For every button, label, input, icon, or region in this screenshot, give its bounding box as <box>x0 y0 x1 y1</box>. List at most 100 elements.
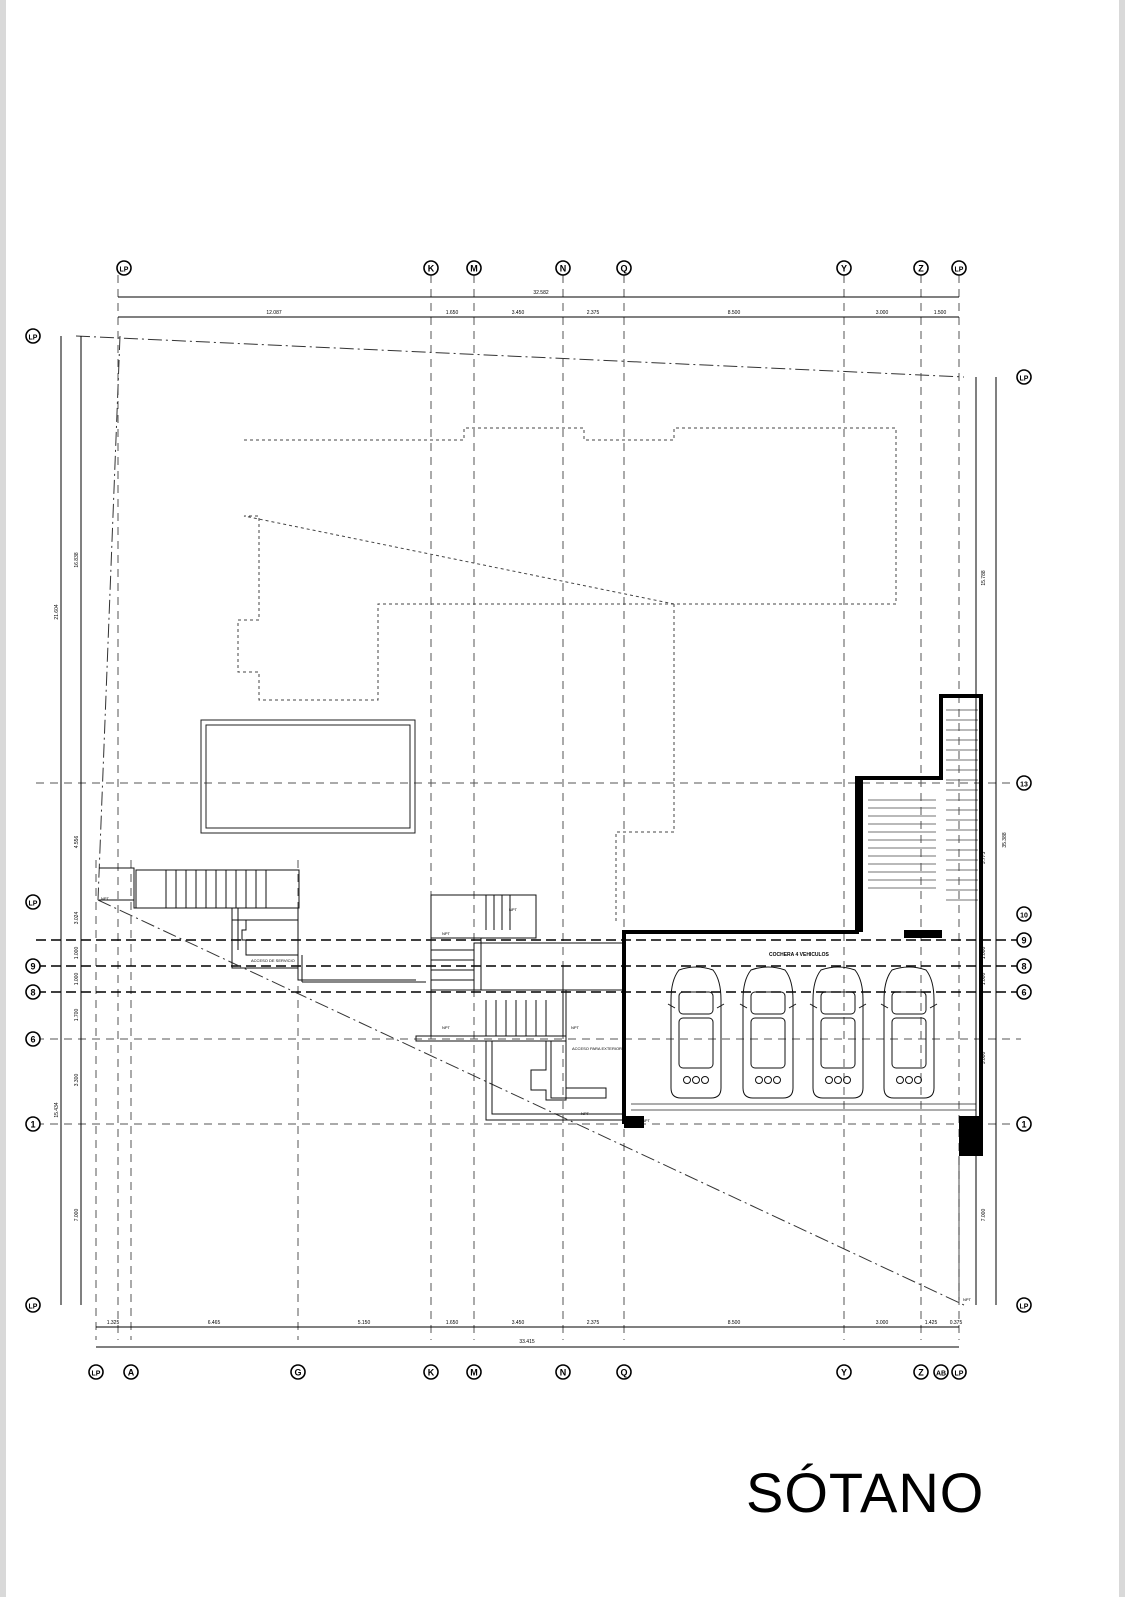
svg-text:K: K <box>428 1368 435 1378</box>
grid-bubble-bottom-N: N <box>555 1364 571 1380</box>
dim-left-outer: 15.434 <box>54 1102 60 1118</box>
upper-floor-outline <box>237 427 897 922</box>
grid-bubble-bottom-Q: Q <box>616 1364 632 1380</box>
dim-bottom: 8.500 <box>728 1320 741 1326</box>
level-tag: NPT <box>442 1025 451 1030</box>
dim-top: 8.500 <box>728 310 741 316</box>
svg-text:LP: LP <box>1020 1304 1029 1311</box>
svg-text:Y: Y <box>841 1368 847 1378</box>
grid-bubble-top-Y: Y <box>836 260 852 276</box>
grid-bubble-bottom-G: G <box>290 1364 306 1380</box>
svg-text:10: 10 <box>1020 913 1028 920</box>
svg-text:8: 8 <box>30 988 35 998</box>
dim-left-inner: 3.024 <box>74 912 80 925</box>
dim-left-inner: 4.556 <box>74 836 80 849</box>
svg-text:LP: LP <box>29 335 38 342</box>
grid-bubble-top-LP: LP <box>951 260 967 276</box>
dim-top: 1.650 <box>446 310 459 316</box>
svg-text:13: 13 <box>1020 782 1028 789</box>
dimension-lines <box>60 296 997 1348</box>
dim-top: 12.087 <box>266 310 282 316</box>
grid-bubble-right-13: 13 <box>1016 775 1032 791</box>
svg-text:LP: LP <box>120 267 129 274</box>
svg-text:Q: Q <box>620 1368 627 1378</box>
level-tag: NPT <box>509 907 518 912</box>
car-2 <box>739 966 797 1099</box>
grid-bubble-left-LP: LP <box>25 328 41 344</box>
dim-bottom: 6.465 <box>208 1320 221 1326</box>
grid-bubble-bottom-M: M <box>466 1364 482 1380</box>
dim-left-outer: 21.604 <box>54 604 60 620</box>
parked-cars <box>667 966 938 1099</box>
drawing-sheet: ACCESO DE SERVICIO <box>6 0 1119 1597</box>
level-tag: NPT <box>101 896 110 901</box>
dim-left-inner: 1.000 <box>74 947 80 960</box>
svg-text:Z: Z <box>918 1368 924 1378</box>
main-grid-lines <box>36 939 1021 993</box>
svg-text:8: 8 <box>1021 962 1026 972</box>
svg-text:A: A <box>128 1368 135 1378</box>
dim-top: 2.375 <box>587 310 600 316</box>
grid-bubble-top-Q: Q <box>616 260 632 276</box>
car-3 <box>809 966 867 1099</box>
svg-text:6: 6 <box>30 1035 35 1045</box>
svg-text:6: 6 <box>1021 988 1026 998</box>
dim-right-inner: 7.000 <box>981 1209 987 1222</box>
level-tag: NPT <box>642 1118 651 1123</box>
dim-bottom: 3.000 <box>876 1320 889 1326</box>
dim-left-inner: 7.000 <box>74 1209 80 1222</box>
svg-text:9: 9 <box>30 962 35 972</box>
svg-text:M: M <box>470 264 478 274</box>
car-4 <box>880 966 938 1099</box>
grid-bubble-left-1: 1 <box>25 1116 41 1132</box>
stair-landing-wall <box>904 930 942 938</box>
level-tag: NPT <box>581 1111 590 1116</box>
svg-text:LP: LP <box>92 1371 101 1378</box>
sheet-title: SÓTANO <box>746 1461 985 1524</box>
level-tag: NPT <box>442 931 451 936</box>
svg-text:Y: Y <box>841 264 847 274</box>
svg-text:LP: LP <box>1020 376 1029 383</box>
grid-bubble-right-8: 8 <box>1016 958 1032 974</box>
garage-column-right <box>959 1116 983 1156</box>
grid-bubble-left-6: 6 <box>25 1031 41 1047</box>
dim-top: 1.500 <box>934 310 947 316</box>
dim-top-total: 32.582 <box>533 290 549 296</box>
garage-walls <box>622 694 983 1124</box>
grid-bubble-top-N: N <box>555 260 571 276</box>
svg-text:Q: Q <box>620 264 627 274</box>
grid-bubble-top-Z: Z <box>913 260 929 276</box>
dim-bottom: 0.375 <box>950 1320 963 1326</box>
svg-text:Z: Z <box>918 264 924 274</box>
ramp-lines <box>631 1103 976 1300</box>
grid-bubble-right-9: 9 <box>1016 932 1032 948</box>
svg-text:N: N <box>560 264 567 274</box>
dim-bottom: 1.325 <box>107 1320 120 1326</box>
service-access-label: ACCESO DE SERVICIO <box>251 958 295 963</box>
service-stair <box>99 867 426 983</box>
grid-bubble-bottom-Y: Y <box>836 1364 852 1380</box>
grid-bubble-bottom-A: A <box>123 1364 139 1380</box>
svg-text:9: 9 <box>1021 936 1026 946</box>
grid-bubble-bottom-LP: LP <box>951 1364 967 1380</box>
grid-bubble-right-1: 1 <box>1016 1116 1032 1132</box>
svg-text:LP: LP <box>29 1304 38 1311</box>
dim-right-outer: 35.388 <box>1002 832 1008 848</box>
grid-axis-lines <box>36 275 1021 1340</box>
svg-text:AB: AB <box>936 1371 946 1378</box>
property-boundary <box>75 335 965 1306</box>
dim-left-inner: 1.000 <box>74 973 80 986</box>
grid-bubble-top-M: M <box>466 260 482 276</box>
garage-stair-treads <box>868 709 978 901</box>
dim-right-inner: 15.788 <box>981 570 987 586</box>
svg-text:N: N <box>560 1368 567 1378</box>
grid-bubble-left-8: 8 <box>25 984 41 1000</box>
dim-left-inner: 3.300 <box>74 1074 80 1087</box>
level-tag: NPT <box>571 1025 580 1030</box>
grid-bubble-top-LP: LP <box>116 260 132 276</box>
grid-bubble-bottom-AB: AB <box>933 1364 949 1380</box>
dim-bottom: 1.425 <box>925 1320 938 1326</box>
basement-floor-plan: ACCESO DE SERVICIO <box>25 260 1032 1380</box>
